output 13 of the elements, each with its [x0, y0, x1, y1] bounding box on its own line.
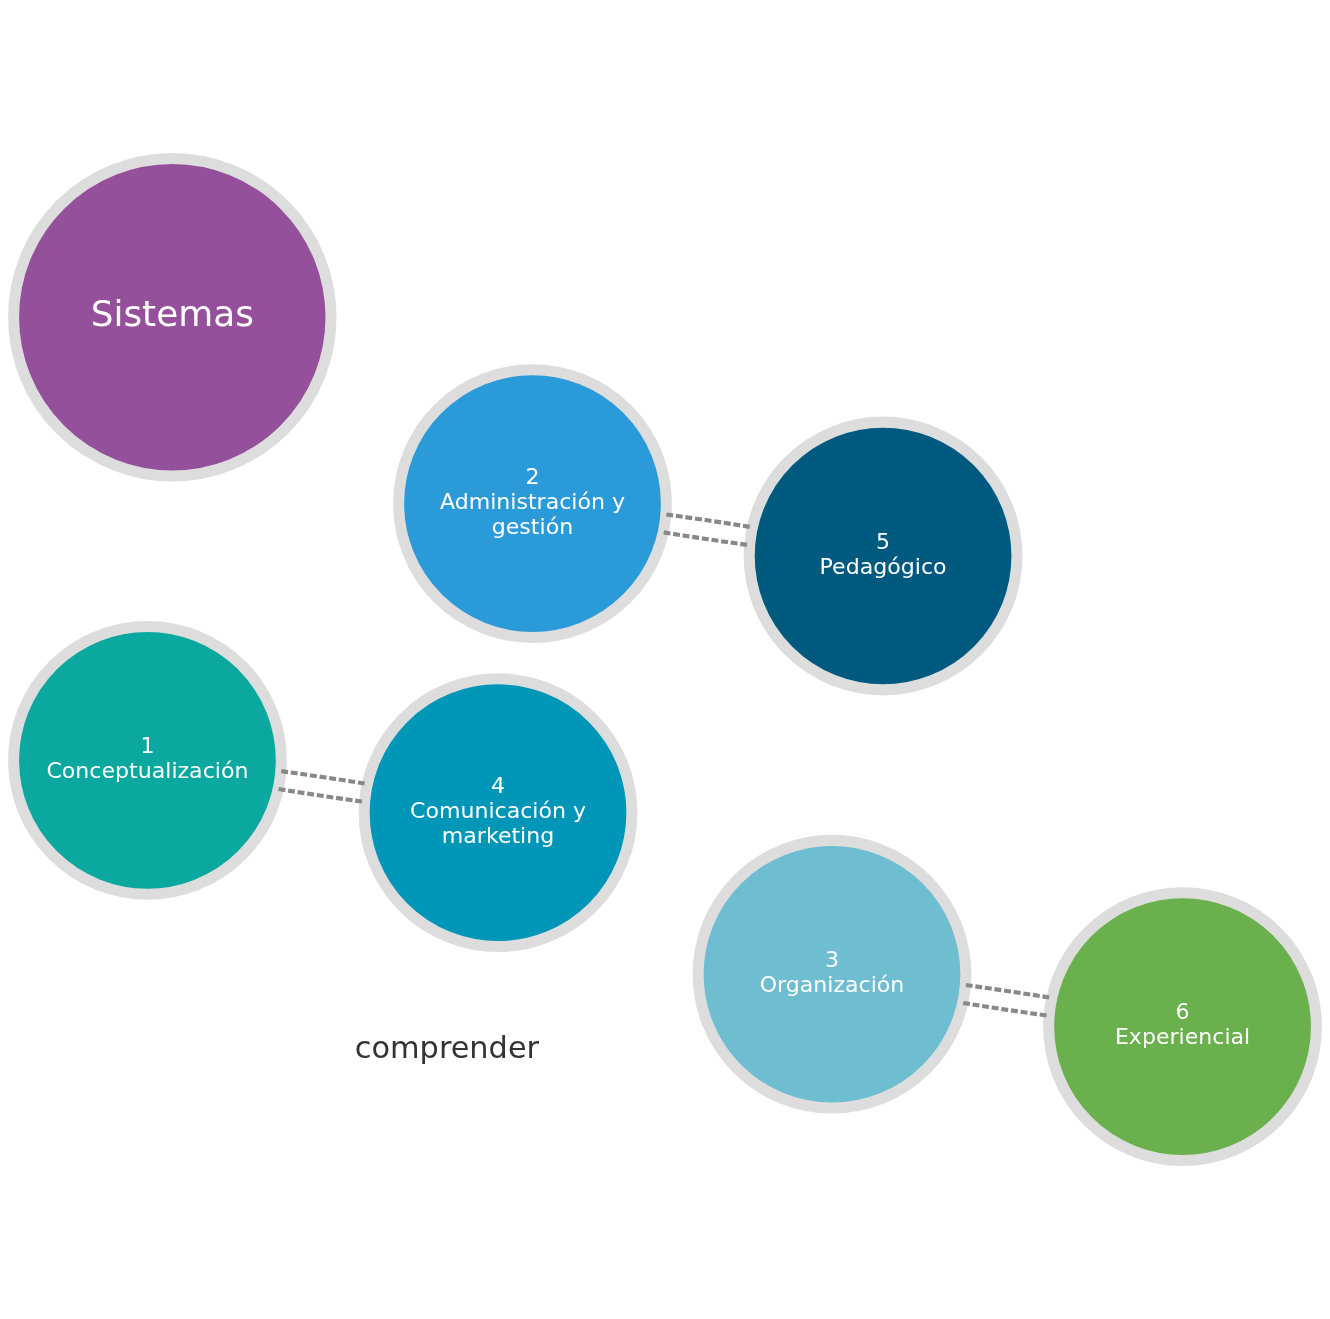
connector	[962, 1000, 1050, 1018]
label: comprender	[354, 1029, 540, 1065]
node-circle: Sistemas	[8, 153, 337, 482]
node-circle: 6 Experiencial	[1043, 887, 1322, 1166]
node-circle: 2 Administración y gestión	[393, 364, 672, 643]
connector	[278, 787, 365, 804]
connector	[663, 530, 750, 548]
node-circle: 1 Conceptualización	[8, 620, 287, 900]
connector	[281, 769, 368, 787]
node-circle: 4 Comunicación y marketing	[358, 673, 638, 953]
node-circle: 3 Organización	[692, 834, 972, 1114]
connector	[666, 512, 753, 530]
node-circle: 5 Pedagógico	[743, 416, 1023, 696]
